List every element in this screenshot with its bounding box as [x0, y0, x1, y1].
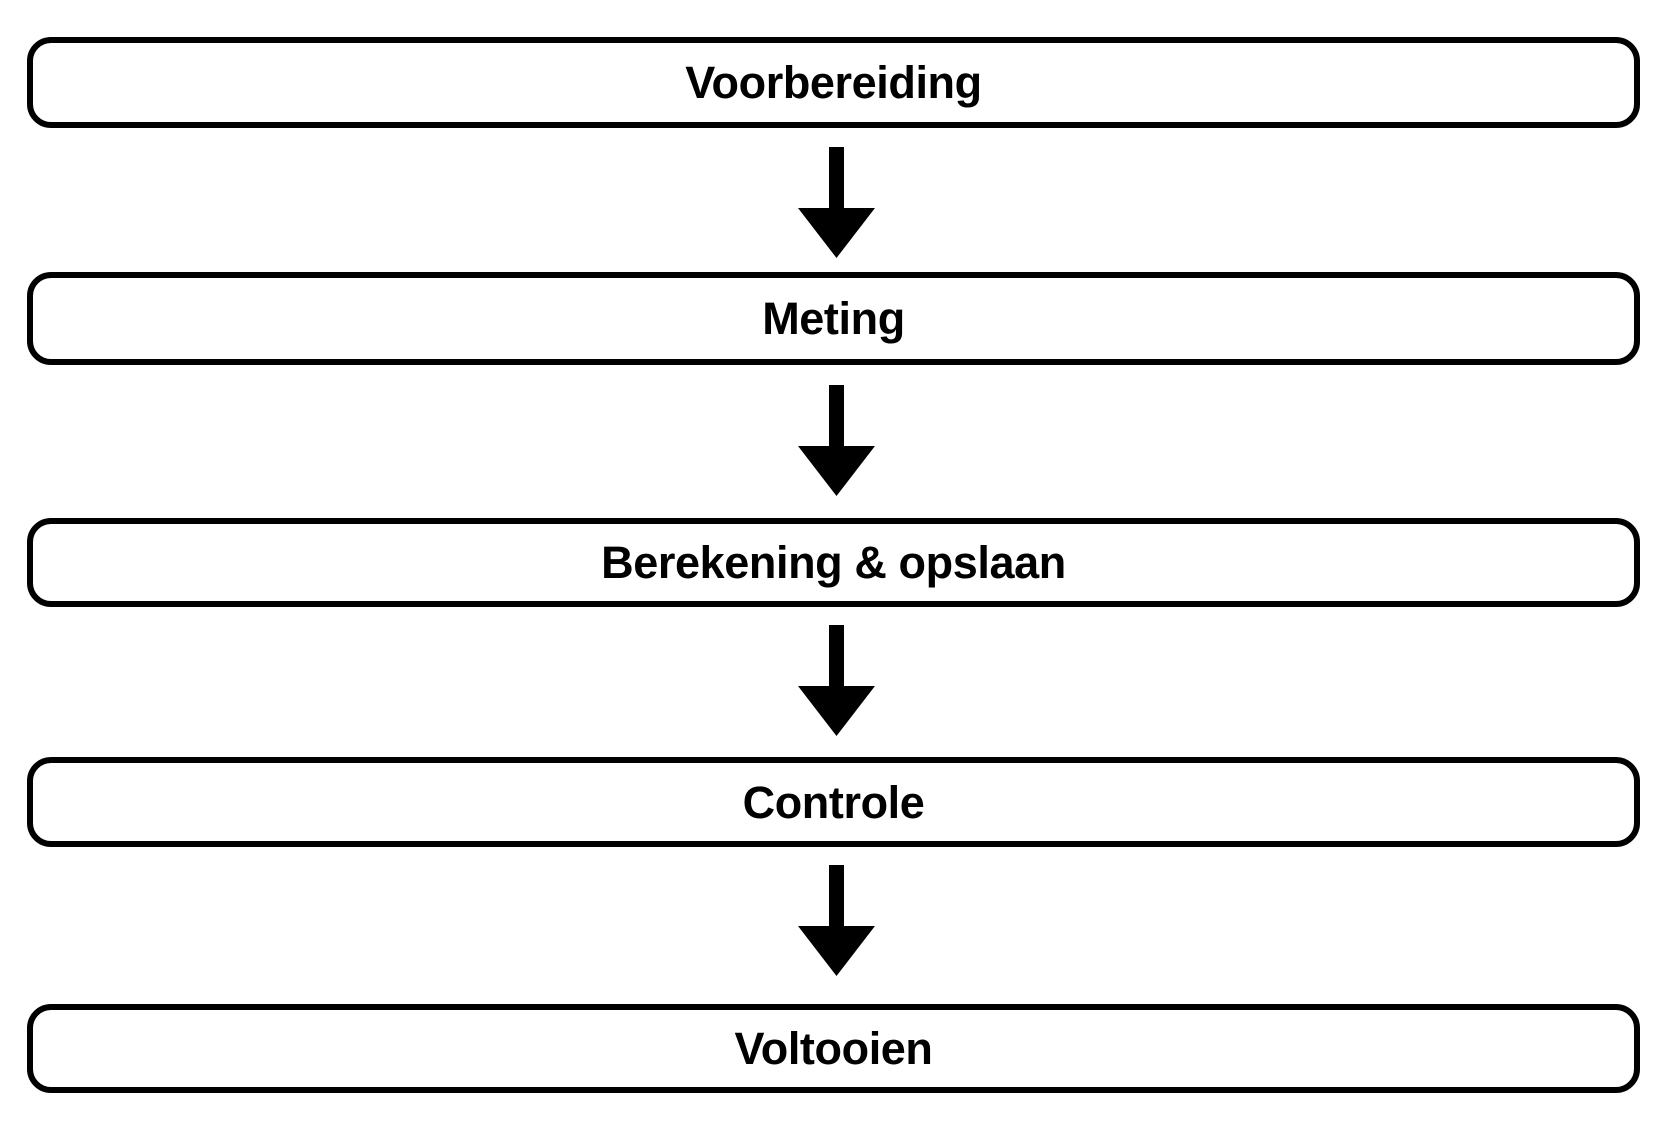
- arrow-down-icon: [798, 865, 875, 976]
- flow-node-voltooien[interactable]: Voltooien: [27, 1004, 1640, 1093]
- flow-node-berekening-opslaan[interactable]: Berekening & opslaan: [27, 518, 1640, 607]
- flow-node-label: Meting: [762, 293, 905, 344]
- arrow-down-icon: [798, 147, 875, 258]
- flow-node-label: Controle: [742, 776, 925, 828]
- arrow-down-icon: [798, 625, 875, 736]
- flow-node-label: Voltooien: [734, 1023, 933, 1074]
- flow-node-meting[interactable]: Meting: [27, 272, 1640, 365]
- flow-node-voorbereiding[interactable]: Voorbereiding: [27, 37, 1640, 128]
- flow-node-controle[interactable]: Controle: [27, 757, 1640, 847]
- flow-node-label: Voorbereiding: [685, 57, 982, 108]
- arrow-down-icon: [798, 385, 875, 496]
- flow-node-label: Berekening & opslaan: [601, 537, 1066, 588]
